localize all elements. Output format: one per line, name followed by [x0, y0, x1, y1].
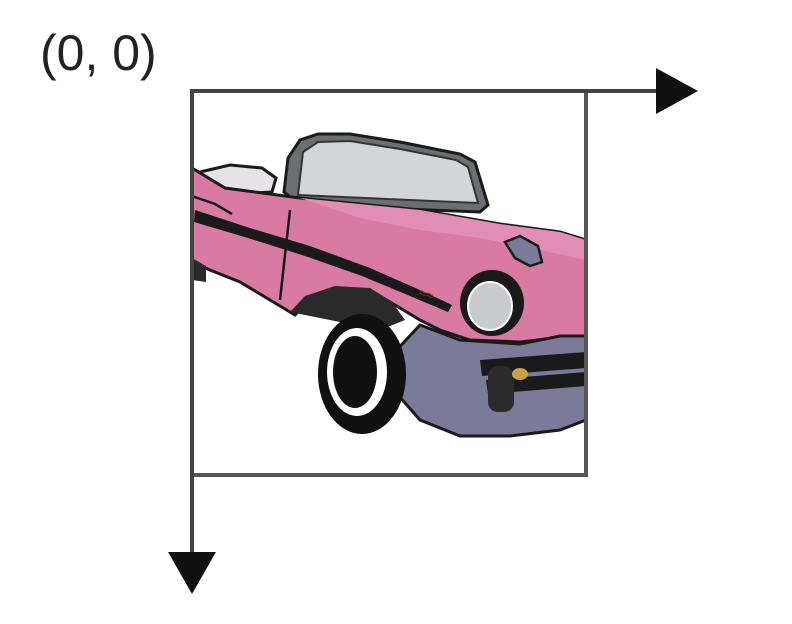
car-hood-ornament [503, 234, 544, 268]
x-axis-arrow-icon [656, 68, 698, 114]
origin-label: (0, 0) [40, 25, 157, 81]
car-rear-wheel-hint [192, 258, 206, 282]
car-rear-fin [192, 194, 233, 216]
y-axis-arrow-icon [168, 552, 216, 594]
car-illustration: ≈≈ [192, 132, 586, 438]
car-bumper-guard [488, 366, 514, 412]
car-headlight [467, 281, 513, 331]
car-emblem: ≈≈ [417, 285, 435, 304]
car-side-stripe [194, 210, 452, 312]
car-bumper-light [512, 368, 528, 380]
car-hubcap [333, 336, 377, 408]
car-windshield [296, 139, 480, 205]
car-door-seam [278, 209, 292, 301]
